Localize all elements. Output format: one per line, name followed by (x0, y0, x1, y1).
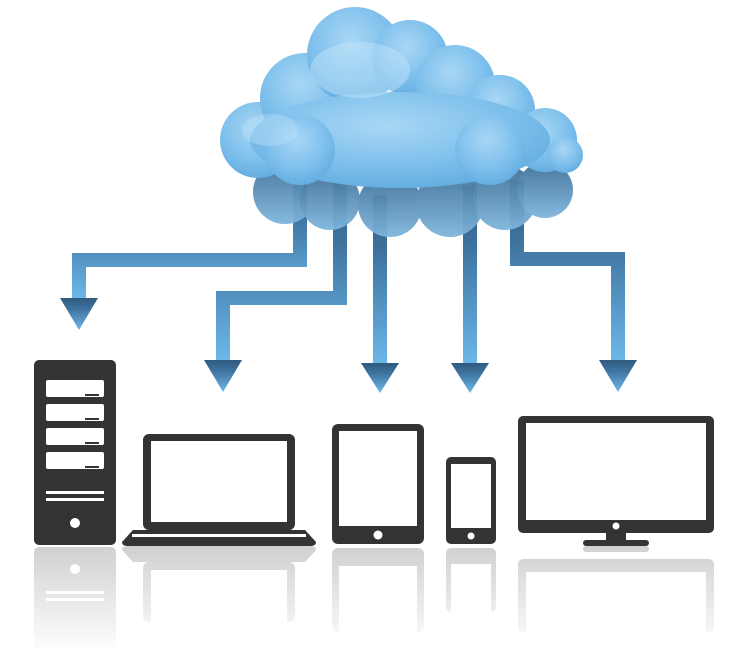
devices (34, 360, 714, 546)
smartphone-icon (446, 457, 496, 544)
cloud-icon (220, 7, 583, 237)
arrow-to-tablet (361, 195, 399, 393)
server-tower-icon (34, 360, 116, 545)
laptop-icon (122, 434, 316, 546)
monitor-icon (518, 416, 714, 546)
tablet-icon (332, 424, 424, 544)
reflection-fade (0, 548, 747, 652)
arrow-to-server (60, 175, 307, 330)
